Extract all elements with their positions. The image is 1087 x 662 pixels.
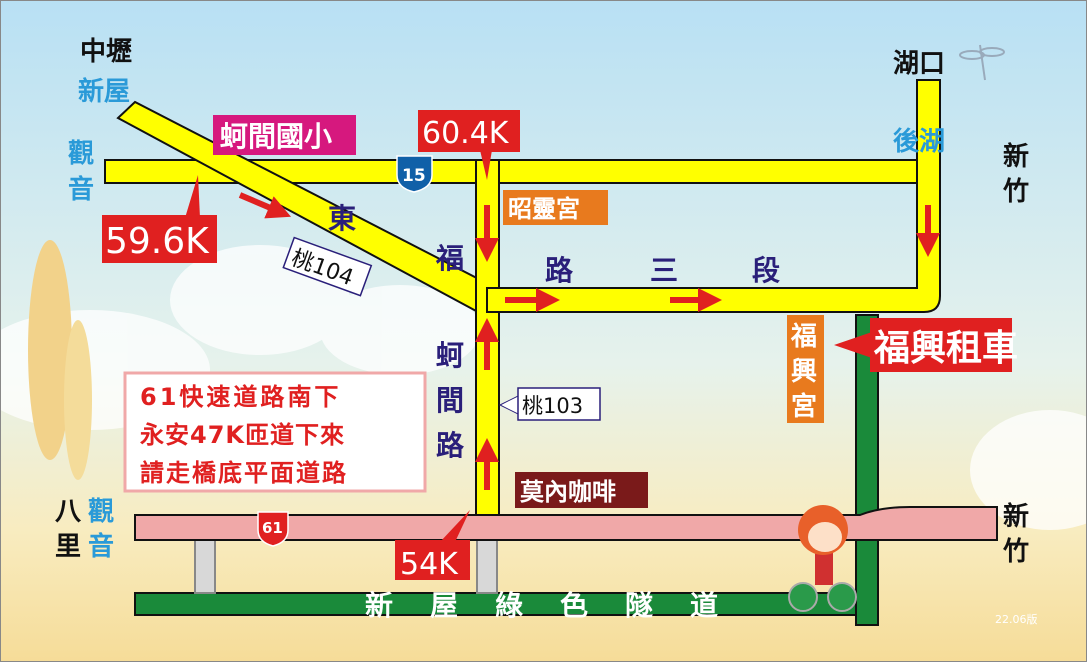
school-label: 蚵間國小 (213, 115, 356, 155)
dragonfly-icon (959, 44, 1005, 81)
svg-text:興: 興 (791, 357, 817, 387)
road-name: 東 (328, 202, 356, 235)
tao103-label: 桃103 (498, 387, 601, 421)
cafe-label: 莫內咖啡 (515, 472, 648, 508)
svg-text:61: 61 (262, 519, 283, 537)
svg-text:福興租車: 福興租車 (873, 328, 1018, 369)
trees (28, 240, 92, 480)
direction-arrows (238, 192, 940, 490)
version-label: 22.06版 (995, 612, 1038, 626)
km-604-callout: 60.4K (418, 110, 520, 180)
tunnel-label: 新 屋 綠 色 隧 道 (365, 589, 718, 622)
route-15-shield: 15 (396, 155, 433, 193)
place-hsinchu: 新 (1003, 141, 1029, 172)
notice-box: 61快速道路南下 永安47K匝道下來 請走橋底平面道路 (123, 371, 427, 493)
place-guanyin: 觀 (68, 139, 94, 169)
road-name: 路 (436, 429, 465, 462)
svg-text:54K: 54K (400, 547, 459, 582)
svg-text:道: 道 (690, 589, 718, 622)
place-guanyin: 觀 (88, 497, 114, 527)
svg-text:60.4K: 60.4K (422, 116, 510, 151)
road-green-vertical (855, 314, 879, 626)
place-hsinchu: 竹 (1002, 177, 1029, 207)
svg-text:蚵間國小: 蚵間國小 (220, 120, 332, 153)
road-name: 間 (436, 384, 464, 417)
road-fu-3rd (486, 79, 941, 313)
svg-text:請走橋底平面道路: 請走橋底平面道路 (140, 459, 348, 487)
temple-zhaoling: 昭靈宮 (503, 190, 608, 225)
pillar (476, 539, 498, 594)
road-name: 路 (545, 254, 574, 287)
place-hsinchu: 新 (1003, 501, 1029, 532)
svg-text:昭靈宮: 昭靈宮 (508, 195, 580, 223)
svg-text:福: 福 (790, 322, 817, 352)
place-bali: 里 (55, 532, 81, 562)
route-61-shield: 61 (257, 511, 289, 547)
road-name: 段 (752, 254, 780, 287)
place-bali: 八 (55, 497, 82, 527)
place-guanyin: 音 (68, 174, 94, 205)
cyclist-illustration (788, 505, 857, 612)
svg-text:永安47K匝道下來: 永安47K匝道下來 (140, 421, 345, 449)
pillar (194, 539, 216, 594)
road-name: 福 (435, 242, 464, 275)
place-hsinchu: 竹 (1002, 537, 1029, 567)
svg-text:宮: 宮 (791, 391, 817, 422)
svg-text:59.6K: 59.6K (105, 221, 210, 262)
svg-text:綠: 綠 (495, 589, 523, 622)
km-54-callout: 54K (395, 510, 470, 582)
road-61 (134, 506, 998, 541)
svg-text:莫內咖啡: 莫內咖啡 (520, 478, 616, 506)
svg-text:新: 新 (365, 589, 393, 622)
svg-text:隧: 隧 (625, 589, 653, 622)
svg-text:61快速道路南下: 61快速道路南下 (140, 383, 341, 411)
km-596-callout: 59.6K (102, 175, 217, 263)
place-zhongli: 中壢 (80, 37, 132, 67)
svg-text:桃103: 桃103 (522, 394, 583, 418)
svg-text:屋: 屋 (430, 589, 458, 622)
place-houhu: 後湖 (893, 126, 945, 157)
road-name: 三 (650, 254, 678, 287)
rental-label: 福興租車 (834, 318, 1018, 372)
place-xinwu: 新屋 (78, 76, 130, 107)
temple-fuxing: 福 興 宮 (787, 315, 824, 423)
svg-text:色: 色 (560, 589, 588, 622)
road-name: 蚵 (436, 339, 464, 372)
svg-text:15: 15 (402, 166, 426, 186)
place-hukou: 湖口 (893, 49, 945, 79)
place-guanyin: 音 (88, 531, 114, 562)
